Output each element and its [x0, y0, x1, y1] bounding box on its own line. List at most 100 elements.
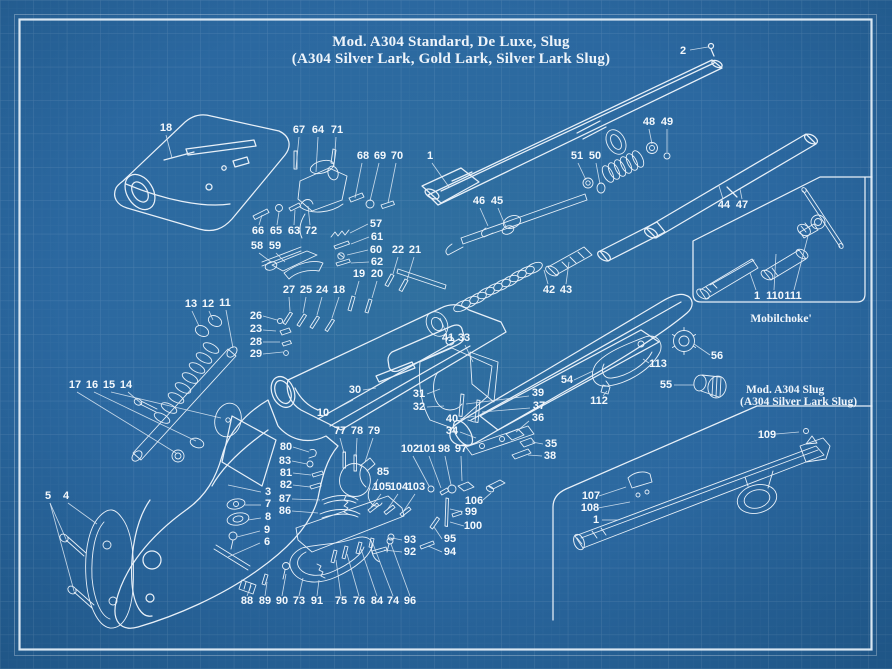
part-label-84: 84 — [371, 595, 384, 607]
part-label-111: 111 — [784, 290, 801, 302]
part-leader-11 — [225, 309, 234, 349]
blueprint-frame — [14, 14, 877, 656]
part-label-33: 33 — [458, 332, 470, 344]
part-label-13: 13 — [185, 298, 197, 310]
part-label-56: 56 — [711, 350, 723, 362]
buttplate-drawing — [59, 509, 134, 629]
part-label-78: 78 — [351, 425, 363, 437]
part-leader-1 — [749, 272, 757, 291]
part-label-51: 51 — [571, 150, 583, 162]
part-leader-4 — [67, 502, 98, 525]
part-label-89: 89 — [259, 595, 271, 607]
part-label-43: 43 — [560, 284, 572, 296]
part-leader-91 — [316, 579, 320, 597]
part-leader-83 — [291, 460, 308, 465]
part-label-67: 67 — [293, 124, 305, 136]
part-label-39: 39 — [532, 387, 544, 399]
bolt-handle — [375, 361, 416, 383]
part-label-37: 37 — [533, 400, 545, 412]
part-leader-73 — [298, 577, 304, 597]
part-label-25: 25 — [300, 284, 312, 296]
part-label-92: 92 — [404, 546, 416, 558]
trigger-group-drawing — [238, 449, 506, 595]
part-leader-24 — [316, 296, 323, 316]
diagram-title: Mod. A304 Standard, De Luxe, Slug (A304 … — [292, 34, 610, 67]
part-leader-109 — [775, 431, 800, 435]
part-leader-60 — [346, 249, 369, 256]
part-label-38: 38 — [544, 450, 556, 462]
part-leader-38 — [527, 454, 543, 457]
part-label-42: 42 — [543, 284, 555, 296]
part-leader-68 — [354, 162, 363, 199]
part-leader-43 — [565, 261, 570, 285]
part-label-68: 68 — [357, 150, 369, 162]
part-leader-62 — [350, 261, 370, 264]
part-leader-82 — [292, 484, 311, 488]
part-leader-87 — [291, 498, 321, 501]
part-leader-5 — [49, 502, 67, 540]
part-leader-108 — [597, 501, 631, 509]
part-leader-45 — [497, 207, 507, 228]
part-label-22: 22 — [392, 244, 404, 256]
part-leader-27 — [288, 296, 291, 312]
part-label-98: 98 — [438, 443, 450, 455]
part-label-1: 1 — [754, 290, 760, 302]
part-leader-112 — [602, 390, 608, 397]
part-leader-16 — [93, 391, 197, 442]
part-label-60: 60 — [370, 244, 382, 256]
part-leader-97 — [460, 455, 463, 482]
part-label-66: 66 — [252, 225, 264, 237]
part-label-93: 93 — [404, 534, 416, 546]
part-label-103: 103 — [407, 481, 425, 493]
part-label-14: 14 — [120, 379, 133, 391]
part-label-47: 47 — [736, 199, 748, 211]
barrel-drawing — [421, 42, 723, 206]
part-label-91: 91 — [311, 595, 323, 607]
part-label-12: 12 — [202, 298, 214, 310]
part-label-83: 83 — [279, 455, 291, 467]
part-leader-65 — [276, 211, 280, 226]
part-leader-6 — [227, 542, 261, 558]
part-label-96: 96 — [404, 595, 416, 607]
slug-barrel-drawing — [573, 428, 831, 551]
part-leader-76 — [346, 553, 360, 597]
part-label-40: 40 — [446, 413, 458, 425]
part-leader-92 — [383, 549, 403, 553]
part-label-69: 69 — [374, 150, 386, 162]
part-leader-110 — [773, 253, 777, 291]
part-label-81: 81 — [280, 467, 292, 479]
part-label-82: 82 — [280, 479, 292, 491]
part-leader-101 — [428, 455, 442, 489]
part-leader-81 — [292, 472, 312, 476]
part-label-90: 90 — [276, 595, 288, 607]
part-label-1: 1 — [593, 514, 599, 526]
part-label-7: 7 — [265, 498, 271, 510]
part-label-10: 10 — [317, 407, 329, 419]
part-leader-31 — [426, 388, 441, 395]
part-label-62: 62 — [371, 256, 383, 268]
part-leader-51 — [577, 162, 587, 181]
part-leader-41 — [439, 317, 447, 333]
part-leader-67 — [295, 136, 300, 169]
slug-label-2: (A304 Silver Lark Slug) — [740, 396, 857, 408]
part-leader-46 — [479, 207, 489, 227]
part-leader-77 — [339, 437, 345, 454]
stock-drawing — [114, 399, 339, 629]
part-leader-90 — [281, 573, 287, 597]
part-label-70: 70 — [391, 150, 403, 162]
part-label-15: 15 — [103, 379, 115, 391]
part-leader-26 — [262, 315, 278, 321]
mobilchoke-label: Mobilchoke' — [750, 313, 811, 325]
part-label-108: 108 — [581, 502, 599, 514]
part-leader-64 — [315, 136, 319, 173]
part-leader-12 — [208, 310, 214, 321]
part-leader-9 — [236, 530, 261, 538]
part-leader-107 — [598, 486, 627, 497]
part-leader-58 — [258, 252, 272, 263]
part-leader-32 — [426, 405, 445, 408]
part-leader-59 — [275, 252, 286, 263]
part-leader-17 — [76, 391, 177, 454]
part-label-97: 97 — [455, 443, 467, 455]
